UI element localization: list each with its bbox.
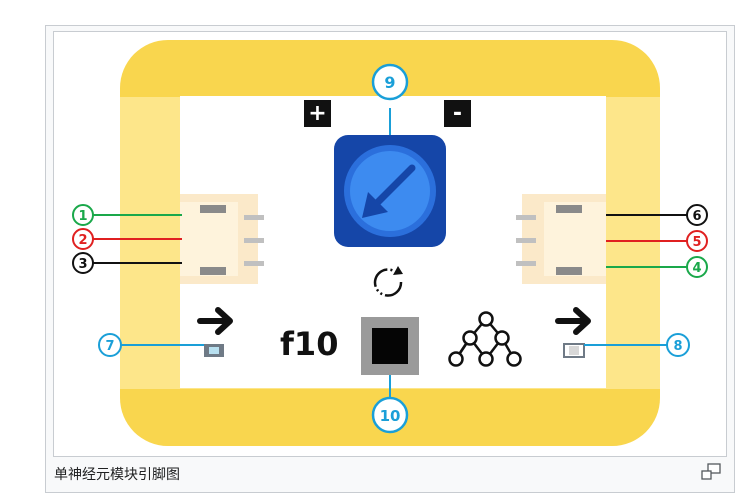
pin-6-marker: 6 xyxy=(686,204,708,226)
svg-text:6: 6 xyxy=(692,209,701,224)
pin-1-marker: 1 xyxy=(72,204,94,226)
svg-text:4: 4 xyxy=(692,261,701,276)
minus-sign xyxy=(444,100,471,127)
led-left xyxy=(204,344,224,357)
svg-text:9: 9 xyxy=(384,73,395,92)
svg-text:10: 10 xyxy=(380,407,401,425)
led-right xyxy=(563,343,585,358)
pin-diagram: + - f10 xyxy=(72,40,708,446)
pin-9-marker: 9 xyxy=(371,63,409,101)
rotary-knob-icon xyxy=(334,135,446,247)
svg-text:1: 1 xyxy=(78,209,87,224)
pin-8-marker: 8 xyxy=(666,333,690,357)
svg-text:8: 8 xyxy=(673,339,682,354)
plus-sign xyxy=(304,100,331,127)
pin-3-marker: 3 xyxy=(72,252,94,274)
square-button-icon xyxy=(361,317,419,375)
pin-7-marker: 7 xyxy=(98,333,122,357)
connector-left xyxy=(180,194,264,284)
minus-label: - xyxy=(453,101,462,126)
module-label: f10 xyxy=(280,325,338,363)
arrow-right-icon xyxy=(555,307,591,335)
arrow-right-icon xyxy=(197,307,233,335)
enlarge-icon[interactable] xyxy=(700,462,722,482)
svg-text:7: 7 xyxy=(105,339,114,354)
figure-caption: 单神经元模块引脚图 xyxy=(54,467,180,483)
svg-text:2: 2 xyxy=(78,233,87,248)
figure-frame: + - f10 xyxy=(45,25,735,493)
rotate-icon xyxy=(373,266,403,297)
figure-image[interactable]: + - f10 xyxy=(53,31,727,457)
neuron-network-icon xyxy=(448,311,522,367)
pin-5-marker: 5 xyxy=(686,230,708,252)
svg-text:5: 5 xyxy=(692,235,701,250)
connector-right xyxy=(516,194,606,284)
pin-4-marker: 4 xyxy=(686,256,708,278)
pin-2-marker: 2 xyxy=(72,228,94,250)
pin-10-marker: 10 xyxy=(371,396,409,434)
svg-text:3: 3 xyxy=(78,257,87,272)
plus-label: + xyxy=(308,101,326,126)
